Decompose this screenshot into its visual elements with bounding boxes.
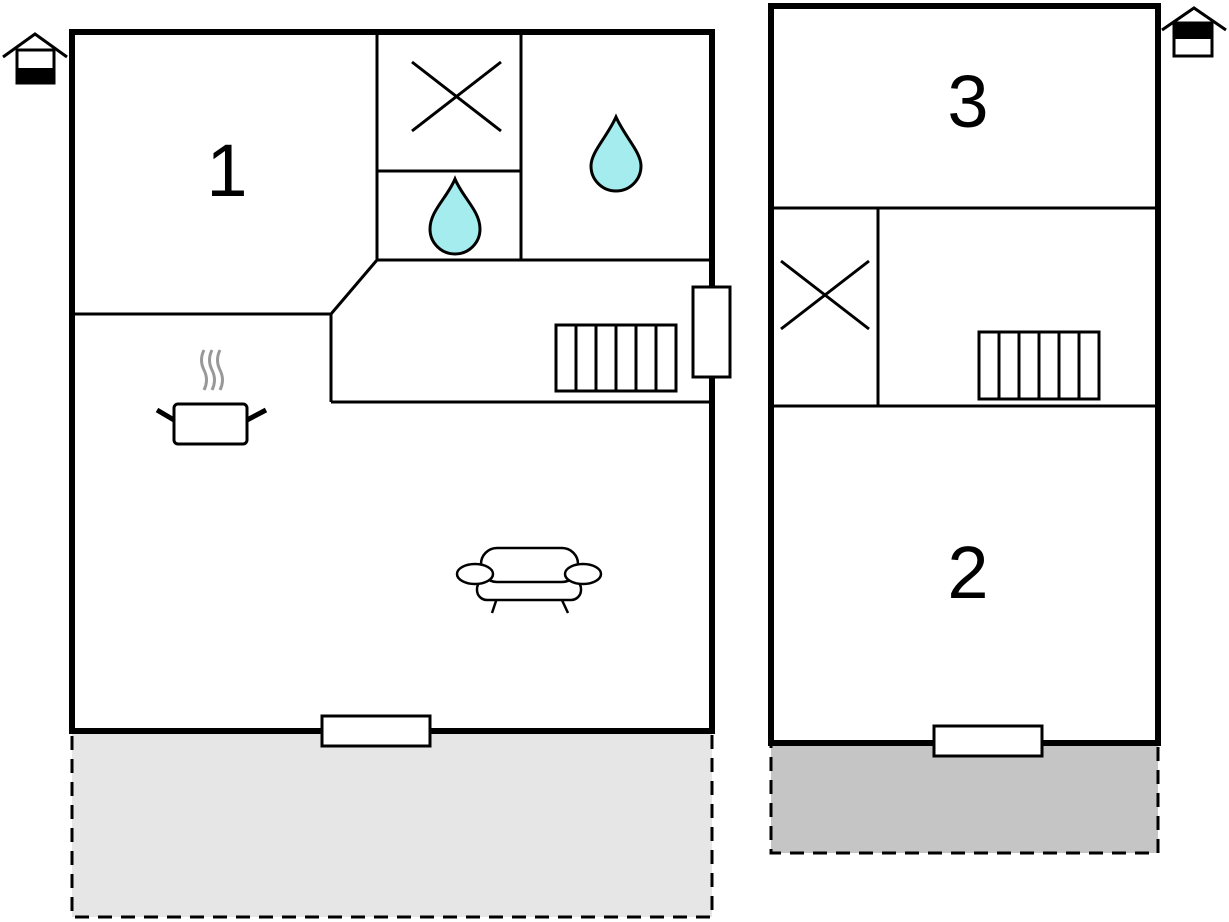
wc-icon (780, 259, 870, 331)
stairs-icon (554, 323, 678, 393)
terrace-door (320, 714, 432, 748)
side-window (691, 285, 732, 379)
water-drop-icon (589, 113, 643, 193)
wc-icon (411, 60, 502, 133)
floor-level-icon (2, 32, 68, 85)
room-number-3: 3 (947, 60, 988, 143)
sofa-icon (455, 546, 603, 614)
room-number-1: 1 (206, 129, 247, 212)
ground-floor: 1 (2, 29, 732, 919)
terrace (70, 729, 714, 919)
floor-level-icon (1161, 6, 1227, 58)
balcony (769, 741, 1160, 855)
room-number-2: 2 (947, 531, 988, 614)
upper-floor-interior-walls (771, 206, 1158, 408)
water-drop-icon (428, 175, 482, 256)
upper-floor: 3 2 (768, 3, 1227, 855)
cooking-pot-icon (155, 349, 268, 446)
ground-floor-interior-walls (72, 32, 712, 404)
stairs-icon (977, 330, 1101, 401)
balcony-door (932, 724, 1044, 758)
